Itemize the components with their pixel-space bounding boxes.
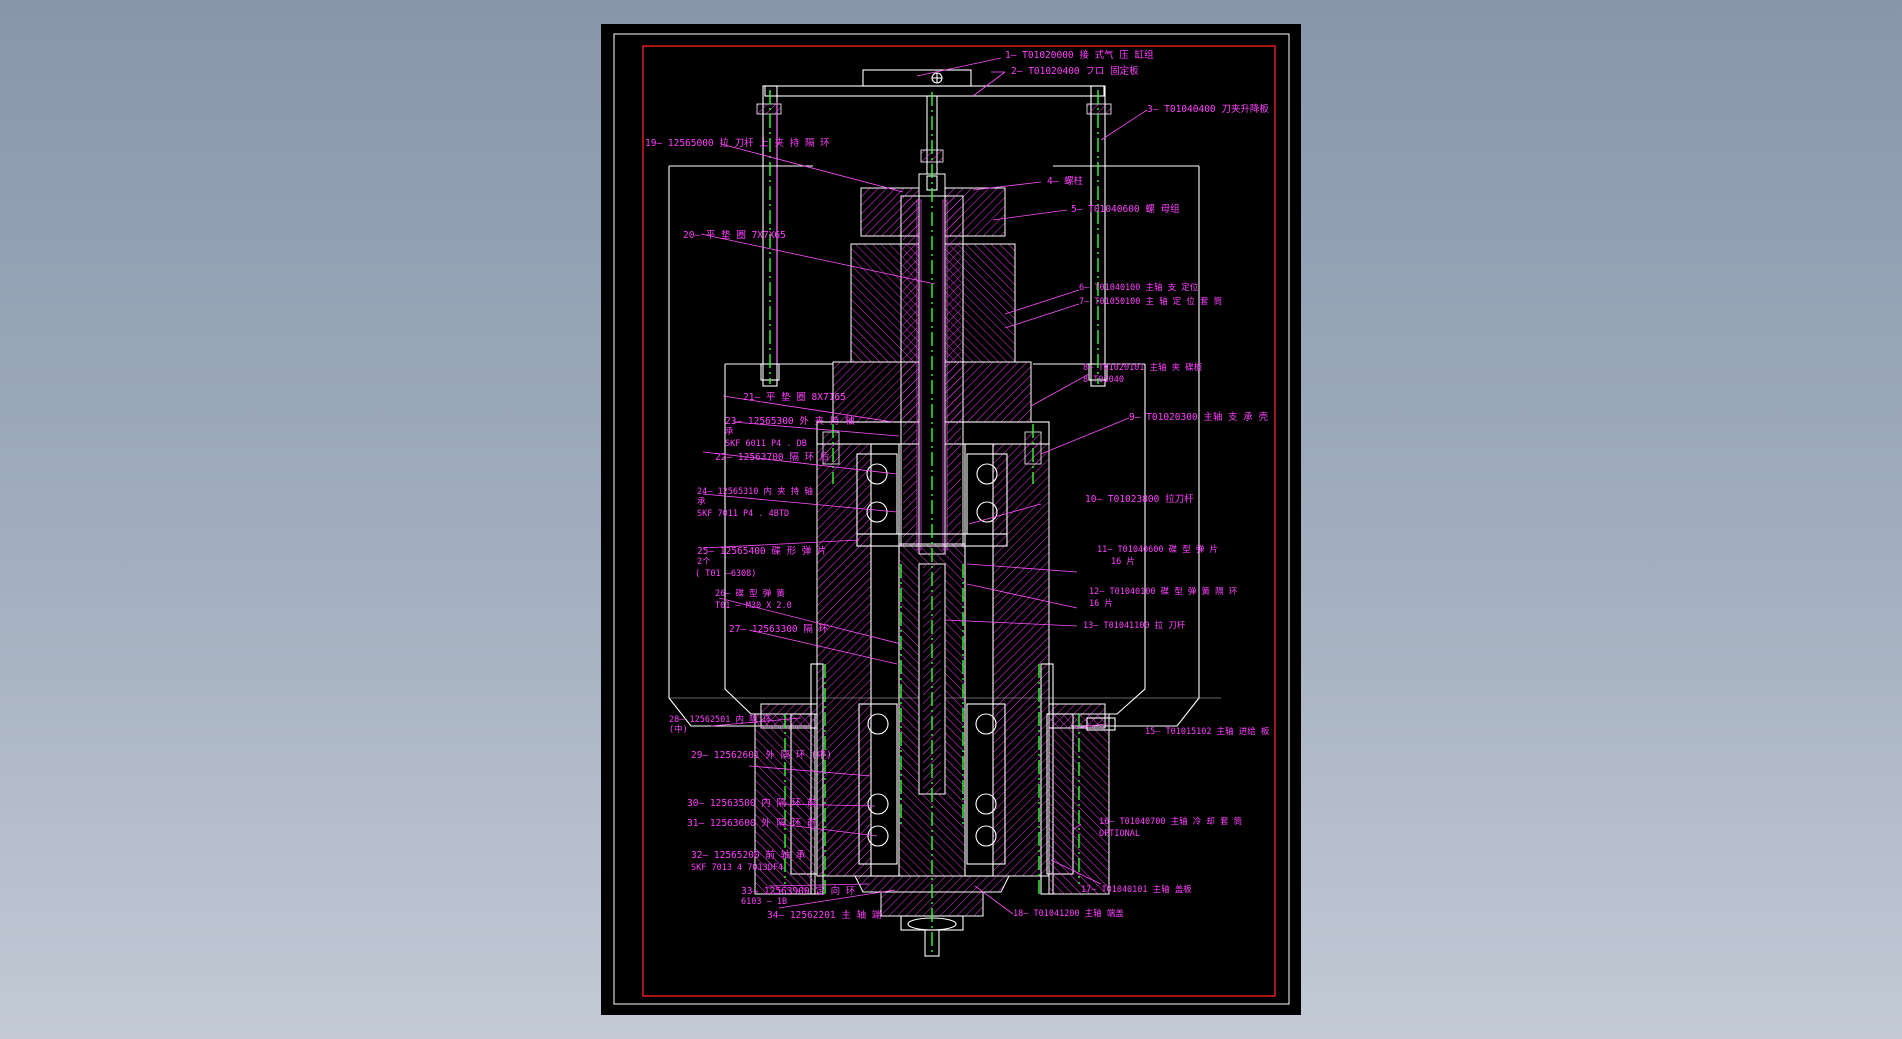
callout-7: 7— T01050100 主 轴 定 位 套 筒 (1079, 296, 1222, 307)
callout-2: 2— T01020400 フロ 固定板 (1011, 65, 1139, 77)
callout-20: 20— 平 垫 圈 7X7X65 (683, 229, 786, 241)
callout-16b: OPTIONAL (1099, 829, 1140, 839)
drawing-sheet: 1— T01020000 接 式气 压 缸组 2— T01020400 フロ 固… (601, 24, 1301, 1015)
callout-11b: 16 片 (1111, 556, 1135, 567)
callout-32a: 32— 12565200 前 轴 承 (691, 849, 806, 861)
callout-34: 34— 12562201 主 轴 端 (767, 909, 882, 921)
top-plate (862, 69, 972, 87)
callout-8b: 8 T01040 (1083, 375, 1124, 385)
callout-19: 19— 12565000 拉 刀杆 上 夹 持 隔 环 (645, 137, 830, 149)
callout-24b: 承 (697, 497, 706, 507)
outer-frame (613, 33, 1290, 1005)
callout-12b: 16 片 (1089, 598, 1113, 609)
callout-30: 30— 12563500 内 隔 环 前 (687, 797, 817, 809)
callout-6: 6— T01040100 主轴 支 定位 (1079, 282, 1199, 293)
callout-9: 9— T01020300 主轴 支 承 壳 (1129, 411, 1269, 423)
callout-10: 10— T01023800 拉刀杆 (1085, 493, 1194, 505)
tool-lift-plate (764, 85, 1105, 97)
callout-16a: 16— T01040700 主轴 冷 却 套 筒 (1099, 816, 1242, 827)
callout-26b: T01 — M30 X 2.0 (715, 601, 792, 611)
callout-5: 5— T01040600 螺 母组 (1071, 203, 1180, 215)
callout-3: 3— T01040400 刀夹升降板 (1147, 103, 1269, 115)
callout-27: 27— 12563300 隔 环 (729, 624, 828, 635)
callout-28a: 28— 12562501 内 隔 环 (669, 714, 772, 725)
callout-1: 1— T01020000 接 式气 压 缸组 (1005, 49, 1154, 61)
callout-33b: 6103 — 1B (741, 897, 787, 907)
callout-23c: SKF 6011 P4 . DB (725, 439, 807, 449)
callout-13: 13— T01041100 拉 刀杆 (1083, 620, 1186, 631)
callout-17: 17— T01040101 主轴 盖板 (1081, 884, 1192, 895)
callout-labels: 1— T01020000 接 式气 压 缸组 2— T01020400 フロ 固… (645, 49, 1270, 921)
callout-8a: 8— T01020101 主轴 夹 碟板 (1083, 362, 1203, 373)
callout-28b: (中) (669, 724, 688, 735)
callout-23a: 23— 12565300 外 夹 持 轴 (725, 415, 855, 427)
spindle-housing-left (816, 443, 872, 877)
callout-23b: 承 (725, 427, 734, 437)
callout-18: 18— T01041200 主轴 端盖 (1013, 908, 1124, 919)
callout-15: 15— T01015102 主轴 进给 板 (1145, 726, 1270, 737)
callout-24c: SKF 7011 P4 . 4BTD (697, 509, 789, 519)
callout-12a: 12— T01040100 碟 型 弹 簧 隔 环 (1089, 586, 1238, 597)
callout-11a: 11— T01040600 碟 型 弹 片 (1097, 544, 1218, 555)
callout-22: 22— 12563700 隔 环 后 (715, 452, 830, 463)
callout-32b: SKF 7013 4 7013DF4 (691, 863, 783, 873)
spindle-assembly-drawing: 1— T01020000 接 式气 压 缸组 2— T01020400 フロ 固… (613, 33, 1290, 1005)
callout-21: 21— 平 垫 圈 8X7165 (743, 391, 846, 403)
callout-24a: 24— 12565310 内 夹 持 轴 (697, 486, 813, 497)
callout-26a: 26— 碟 型 弹 簧 (715, 588, 785, 599)
callout-29: 29— 12562601 外 隔 环 (中) (691, 749, 832, 761)
inner-frame (642, 45, 1276, 997)
callout-33a: 33— 12563900 定 向 环 (741, 885, 855, 897)
callout-25c: ( T01 —6308) (695, 569, 756, 579)
callout-25a: 25— 12565400 碟 形 弹 片 (697, 545, 827, 557)
callout-4: 4— 螺柱 (1047, 175, 1084, 187)
callout-31: 31— 12563600 外 隔 环 前 (687, 817, 817, 829)
callout-25b: 2个 (697, 557, 711, 567)
